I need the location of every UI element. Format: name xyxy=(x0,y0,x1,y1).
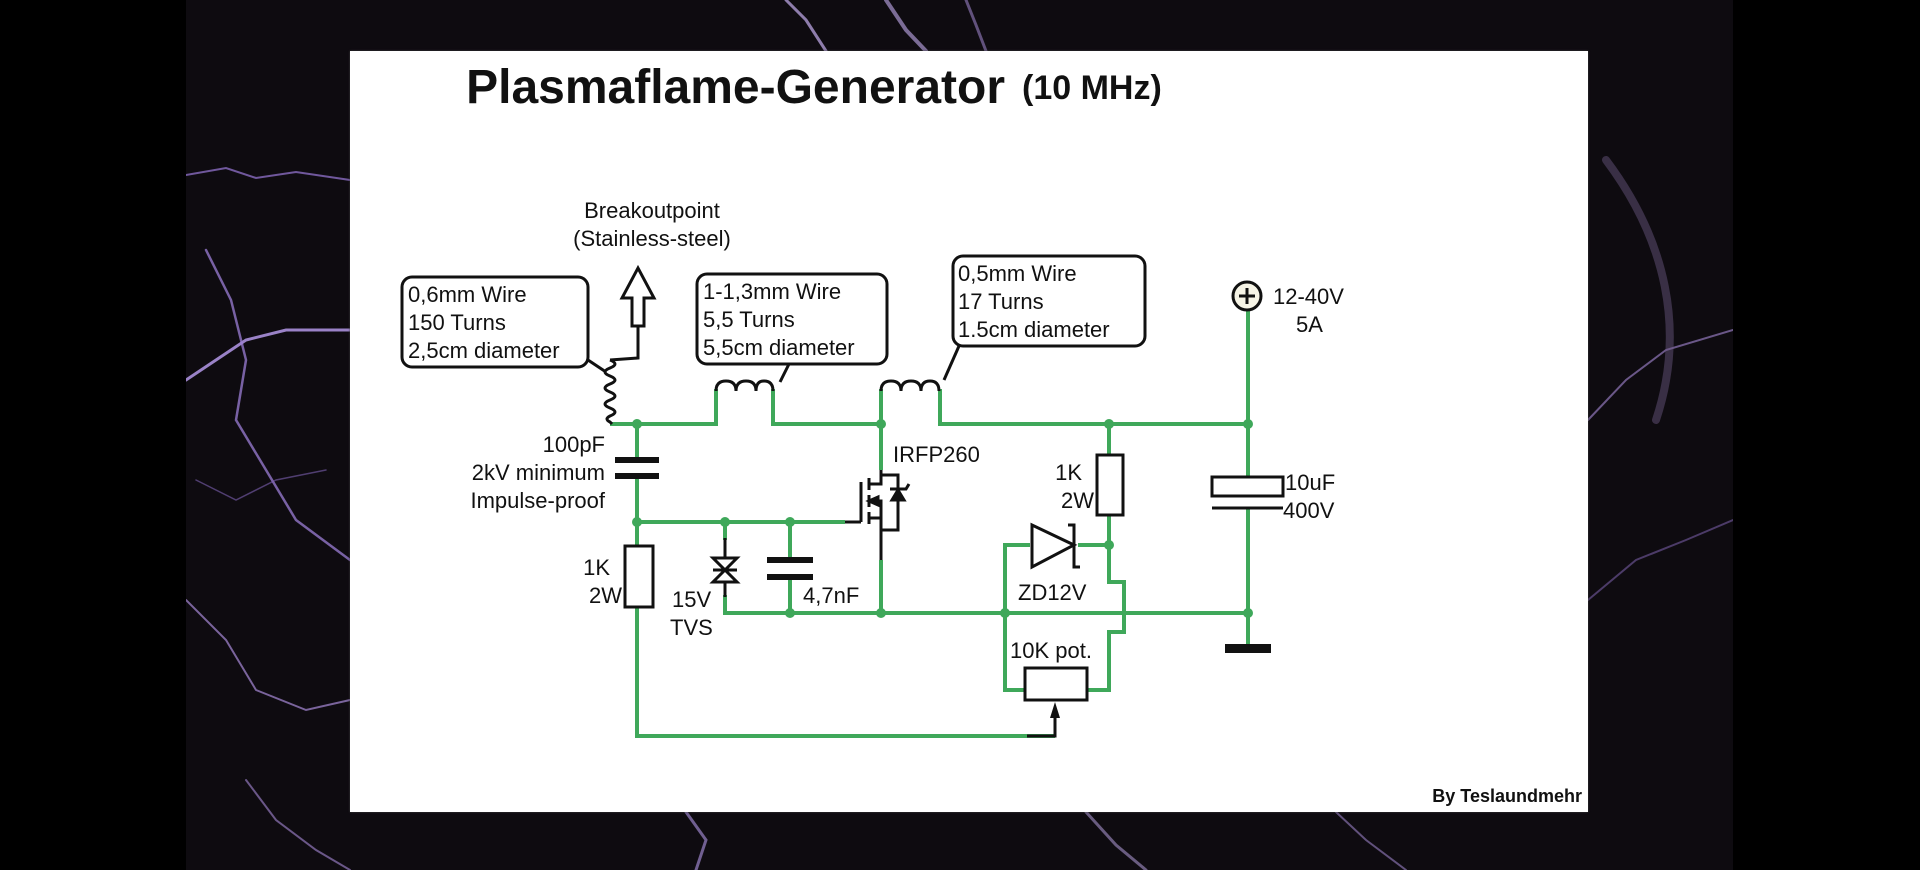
resistor-gate-value: 1K xyxy=(583,555,610,580)
pot-label: 10K pot. xyxy=(1010,638,1092,663)
wire xyxy=(771,389,883,426)
coil-3-callout: 0,5mm Wire 17 Turns 1.5cm diameter xyxy=(942,254,1147,381)
tvs-voltage: 15V xyxy=(672,587,711,612)
cap-bulk-voltage: 400V xyxy=(1283,498,1335,523)
resistor-gate-power: 2W xyxy=(589,583,622,608)
cap-hv-note: Impulse-proof xyxy=(470,488,605,513)
pot-wiper-arrow-icon xyxy=(1027,702,1060,738)
junction-dot xyxy=(1243,419,1253,429)
zener-diode-icon xyxy=(1030,522,1080,570)
svg-text:17 Turns: 17 Turns xyxy=(958,289,1044,314)
coil-2-callout: 1-1,3mm Wire 5,5 Turns 5,5cm diameter xyxy=(695,272,889,383)
coil-5-5-turns xyxy=(714,379,775,392)
cap-gate-value: 4,7nF xyxy=(803,583,859,608)
junction-dot xyxy=(876,419,886,429)
junctions xyxy=(632,419,1253,618)
junction-dot xyxy=(1000,608,1010,618)
wire xyxy=(1087,515,1126,692)
mosfet-label: IRFP260 xyxy=(893,442,980,467)
lightning-bolt xyxy=(1084,810,1148,870)
capacitor-10uf-electrolytic xyxy=(1210,475,1285,510)
lightning-bolt xyxy=(1587,329,1733,421)
capacitor-4-7nf xyxy=(767,557,813,580)
svg-text:1-1,3mm Wire: 1-1,3mm Wire xyxy=(703,279,841,304)
lightning-bolt xyxy=(186,328,352,382)
credit-label: By Teslaundmehr xyxy=(1432,786,1582,806)
junction-dot xyxy=(876,608,886,618)
lightning-bolt xyxy=(186,599,351,712)
schematic-panel: Plasmaflame-Generator (10 MHz) Breakoutp… xyxy=(350,51,1588,812)
ground-icon xyxy=(1225,644,1271,653)
potentiometer xyxy=(1023,666,1089,702)
tvs-type: TVS xyxy=(670,615,713,640)
supply-voltage: 12-40V xyxy=(1273,284,1344,309)
lightning-bolt xyxy=(204,248,352,562)
cap-hv-value: 100pF xyxy=(543,432,605,457)
svg-text:1.5cm diameter: 1.5cm diameter xyxy=(958,317,1110,342)
cap-bulk-value: 10uF xyxy=(1285,470,1335,495)
capacitor-100pf xyxy=(615,457,659,479)
zener-label: ZD12V xyxy=(1018,580,1087,605)
junction-dot xyxy=(720,517,730,527)
supply-plus-icon xyxy=(1231,280,1263,312)
breakout-arrow-icon xyxy=(619,264,657,328)
junction-dot xyxy=(1104,540,1114,550)
lightning-bolt xyxy=(884,0,928,53)
junction-dot xyxy=(632,517,642,527)
svg-text:0,6mm Wire: 0,6mm Wire xyxy=(408,282,527,307)
wire xyxy=(938,389,1248,426)
svg-text:150 Turns: 150 Turns xyxy=(408,310,506,335)
mosfet-icon xyxy=(845,470,911,560)
lightning-bolt xyxy=(964,0,988,53)
breakout-label: Breakoutpoint xyxy=(584,198,720,223)
resistor-zener-1k xyxy=(1095,453,1125,517)
coil-1-callout: 0,6mm Wire 150 Turns 2,5cm diameter xyxy=(400,275,607,374)
lightning-bolt xyxy=(195,469,327,501)
breakout-wire xyxy=(609,326,640,362)
junction-dot xyxy=(1104,419,1114,429)
wire xyxy=(610,389,718,426)
cap-hv-rating: 2kV minimum xyxy=(472,460,605,485)
junction-dot xyxy=(632,419,642,429)
lightning-bolt xyxy=(784,0,828,53)
resistor-gate-1k xyxy=(623,544,655,609)
svg-text:0,5mm Wire: 0,5mm Wire xyxy=(958,261,1077,286)
lightning-bolt xyxy=(245,779,351,870)
wires xyxy=(610,310,1250,738)
junction-dot xyxy=(785,517,795,527)
svg-text:5,5 Turns: 5,5 Turns xyxy=(703,307,795,332)
resistor-zener-value: 1K xyxy=(1055,460,1082,485)
svg-text:2,5cm diameter: 2,5cm diameter xyxy=(408,338,560,363)
frequency-label: (10 MHz) xyxy=(1022,69,1162,107)
svg-text:5,5cm diameter: 5,5cm diameter xyxy=(703,335,855,360)
resistor-zener-power: 2W xyxy=(1061,488,1094,513)
coil-17-turns xyxy=(879,379,941,392)
lightning-bolt xyxy=(1602,156,1674,424)
lightning-bolt xyxy=(186,166,351,181)
page-title: Plasmaflame-Generator xyxy=(466,61,1005,114)
wire xyxy=(635,608,1055,738)
coil-150-turns xyxy=(603,358,617,426)
circuit-schematic: Plasmaflame-Generator (10 MHz) Breakoutp… xyxy=(400,61,1582,806)
junction-dot xyxy=(1243,608,1253,618)
lightning-bolt xyxy=(1335,811,1407,870)
breakout-material-label: (Stainless-steel) xyxy=(573,226,731,251)
lightning-bolt xyxy=(684,810,708,870)
lightning-bolt xyxy=(1587,519,1733,601)
wire xyxy=(723,595,1248,615)
junction-dot xyxy=(785,608,795,618)
tvs-diode-icon xyxy=(709,538,741,597)
supply-current: 5A xyxy=(1296,312,1323,337)
lightning-background xyxy=(186,0,1733,870)
